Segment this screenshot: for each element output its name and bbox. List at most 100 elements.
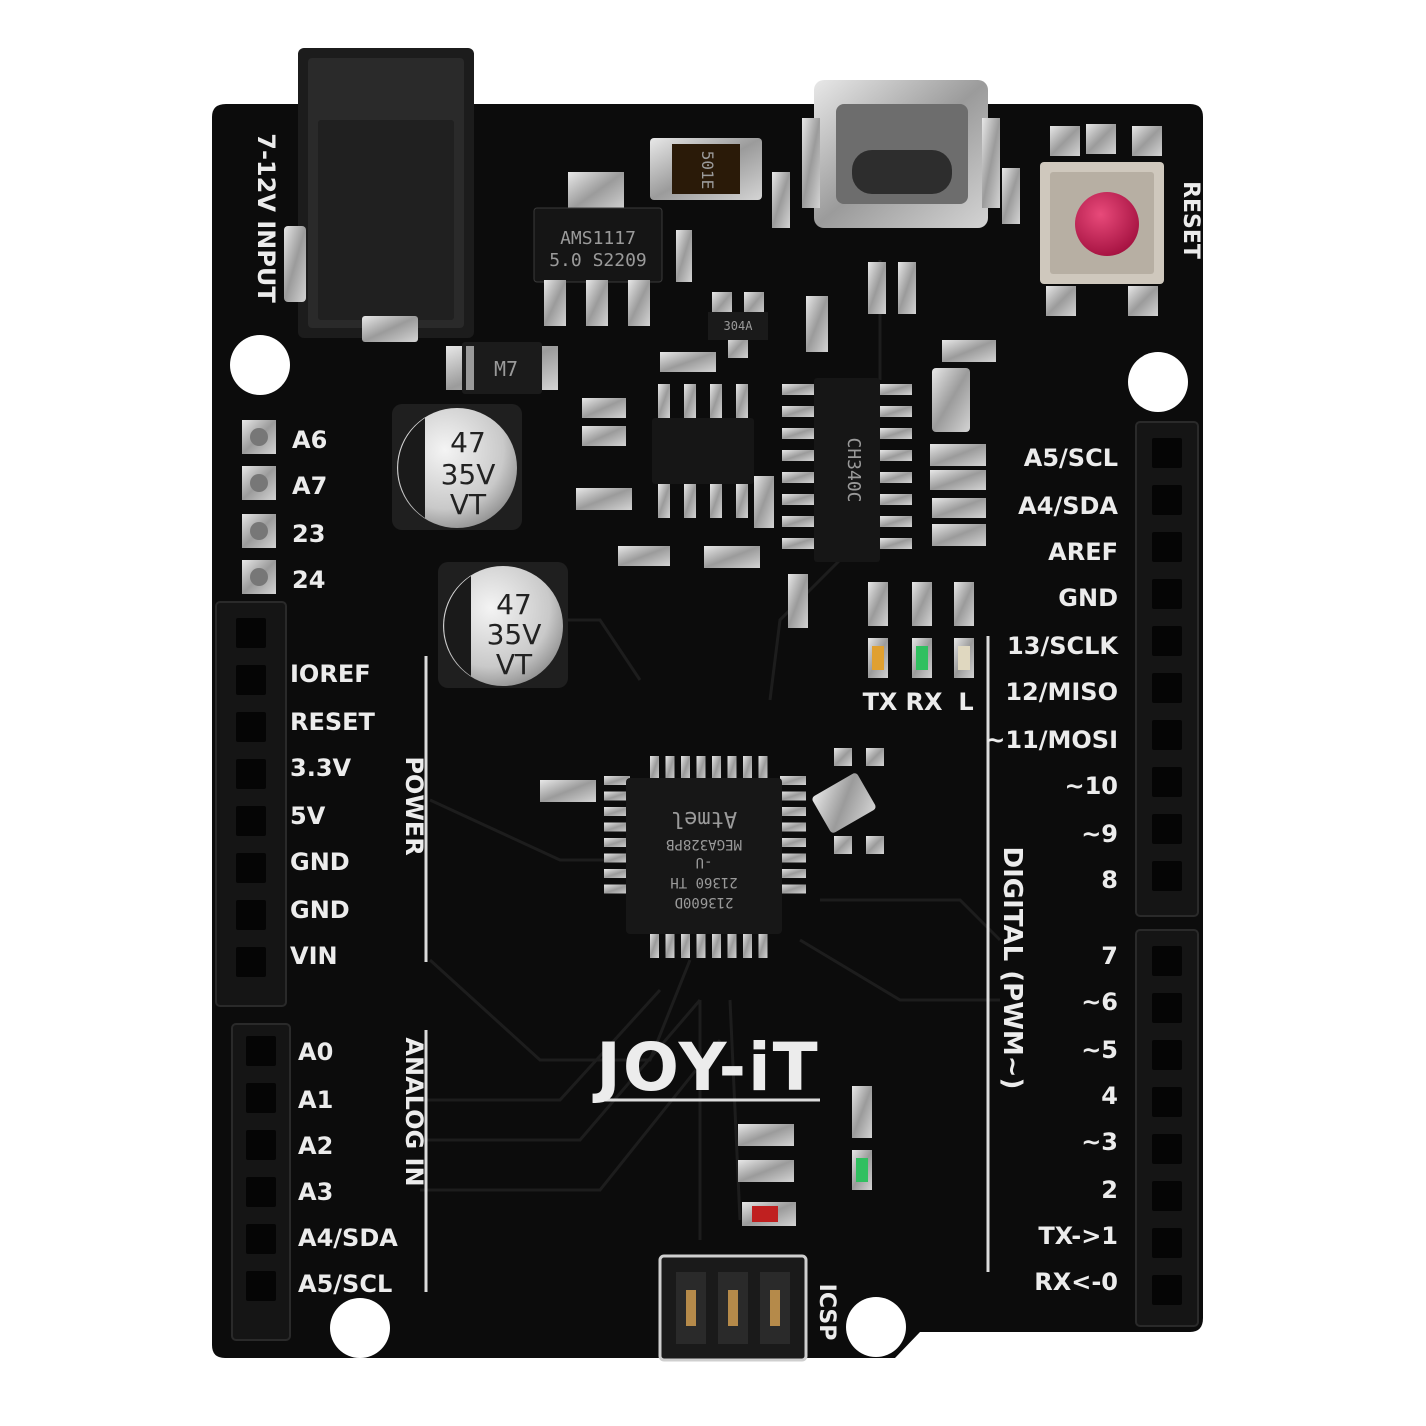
pin-label-reset: RESET (290, 708, 376, 736)
pin-label-a3: A3 (298, 1178, 333, 1206)
pin-label-d-a5-scl: A5/SCL (1024, 444, 1118, 472)
pin-label-tx1: TX->1 (1038, 1222, 1118, 1250)
header-hole (236, 900, 266, 930)
header-hole (1152, 1275, 1182, 1305)
l-led-label: L (958, 688, 973, 716)
icsp-label: ICSP (814, 1284, 839, 1341)
sot23-marking: 304A (724, 319, 754, 333)
header-hole (1152, 814, 1182, 844)
mcu-pin (681, 932, 690, 958)
digital-header-lower (1135, 929, 1199, 1327)
capacitor-1-value: 47 (450, 426, 486, 459)
usb-serial-chip: CH340C (782, 378, 912, 562)
mcu-pin (780, 838, 806, 847)
header-hole (246, 1083, 276, 1113)
pin-label-a1: A1 (298, 1086, 333, 1114)
pin-label-a4-sda: A4/SDA (298, 1224, 398, 1252)
mcu-pin (780, 791, 806, 801)
pin-label-23: 23 (292, 520, 325, 548)
pin-label-a0: A0 (298, 1038, 333, 1066)
mcu-pin (780, 869, 806, 878)
header-hole (236, 712, 266, 742)
regulator-marking-2: 5.0 S2209 (549, 250, 647, 271)
capacitor-2-series: VT (496, 648, 533, 681)
power-header (215, 601, 287, 1007)
mounting-holes (230, 335, 1188, 1358)
power-label: POWER (400, 756, 428, 855)
pin-label-d-a4-sda: A4/SDA (1018, 492, 1118, 520)
pin-label-9: ~9 (1081, 820, 1118, 848)
mcu-pin (681, 756, 690, 782)
icsp-header (658, 1254, 808, 1362)
header-hole (1152, 1040, 1182, 1070)
capacitor-1-voltage: 35V (441, 458, 496, 491)
mcu-pin (604, 838, 630, 847)
mcu-pin (712, 932, 721, 958)
tx-led-label: TX (863, 688, 898, 716)
fuse: 501E (650, 138, 762, 200)
pin-label-5v: 5V (290, 802, 326, 830)
mcu-pin (743, 756, 752, 782)
pin-label-4: 4 (1101, 1082, 1118, 1110)
voltage-regulator: AMS1117 5.0 S2209 (533, 172, 663, 326)
header-hole (236, 618, 266, 648)
header-hole (236, 806, 266, 836)
power-pin-labels: IOREF RESET 3.3V 5V GND GND VIN (290, 660, 376, 970)
reset-button[interactable] (1040, 124, 1164, 316)
pin-label-2: 2 (1101, 1176, 1118, 1204)
mcu-pin (780, 776, 806, 785)
capacitor-2-voltage: 35V (487, 618, 542, 651)
mcu-pin (780, 884, 806, 894)
header-hole (1152, 532, 1182, 562)
capacitor-2-value: 47 (496, 588, 532, 621)
header-hole (236, 947, 266, 977)
mcu-pin (727, 756, 737, 782)
pin-label-6: ~6 (1081, 988, 1118, 1016)
header-hole (1152, 993, 1182, 1023)
mcu-pin (665, 932, 675, 958)
header-hole (1152, 1181, 1182, 1211)
mcu-pin (604, 776, 630, 785)
pin-label-10: ~10 (1064, 772, 1118, 800)
pin-label-24: 24 (292, 566, 325, 594)
pin-label-8: 8 (1101, 866, 1118, 894)
mcu-part: MEGA328PB (666, 836, 742, 852)
usb-c-connector (802, 80, 1000, 228)
extra-pin-labels: A6 A7 23 24 (292, 426, 327, 594)
mcu-crystal (812, 748, 884, 854)
header-hole (1152, 720, 1182, 750)
mcu-pin (604, 884, 630, 894)
pin-label-aref: AREF (1048, 538, 1118, 566)
mcu-pin (650, 932, 659, 958)
mcu-date: 21360 TH (670, 874, 737, 890)
digital-label: DIGITAL (PWM~) (997, 847, 1027, 1090)
mcu-pin (650, 756, 659, 782)
extra-pin-pads (242, 420, 276, 594)
mcu-pin (780, 853, 806, 863)
header-hole (1152, 1134, 1182, 1164)
pin-label-rx0: RX<-0 (1034, 1268, 1118, 1296)
digital-pin-labels: A5/SCL A4/SDA AREF GND 13/SCLK 12/MISO ~… (985, 444, 1119, 1296)
mcu-pin (712, 756, 721, 782)
mcu-pin (696, 756, 706, 782)
pin-label-3v3: 3.3V (290, 754, 352, 782)
input-voltage-label: 7-12V INPUT (252, 133, 280, 303)
pin-label-a6: A6 (292, 426, 327, 454)
mcu-lot: 213600D (674, 894, 733, 910)
capacitor-1: 47 35V VT (392, 404, 522, 530)
header-hole (1152, 767, 1182, 797)
pin-label-a2: A2 (298, 1132, 333, 1160)
status-leds (742, 638, 974, 1226)
diode-marking: M7 (494, 357, 518, 381)
mcu-variant: -U (696, 854, 713, 870)
mcu-pin (604, 869, 630, 878)
pin-label-gnd-2: GND (290, 896, 350, 924)
mcu-pin (780, 822, 806, 832)
mcu-pin (696, 932, 706, 958)
header-hole (1152, 438, 1182, 468)
pin-label-gnd-1: GND (290, 848, 350, 876)
microcontroller: Atmel MEGA328PB -U 21360 TH 213600D (604, 756, 806, 958)
sot23-chip: 304A (708, 292, 768, 358)
brand-logo: JOY-iT (592, 1029, 819, 1106)
